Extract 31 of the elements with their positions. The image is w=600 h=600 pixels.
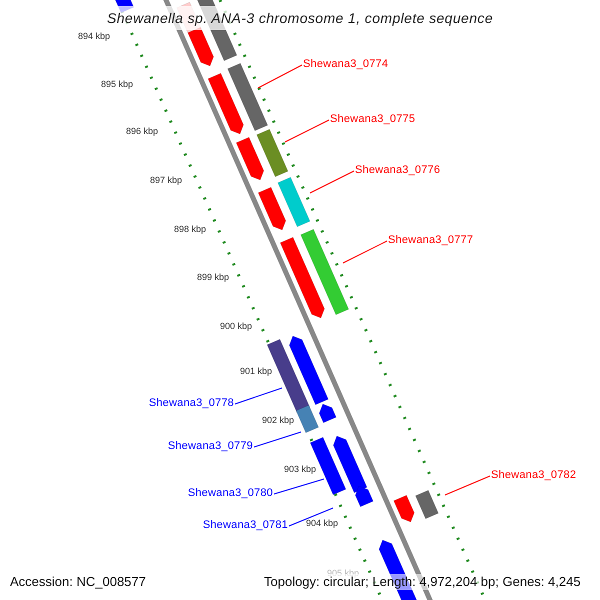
leader-line	[444, 476, 490, 496]
leader-line	[342, 240, 388, 264]
scale-label: 901 kbp	[240, 366, 272, 377]
gene-label: Shewana3_0781	[202, 519, 288, 532]
leader-line	[258, 64, 302, 88]
gene-label: Shewana3_0775	[330, 113, 416, 126]
leader-line	[234, 388, 282, 404]
scale-label: 899 kbp	[197, 272, 230, 283]
scale-label: 902 kbp	[262, 415, 294, 426]
gene-label: Shewana3_0779	[168, 440, 253, 453]
scale-label: 903 kbp	[284, 464, 316, 475]
gene-label: Shewana3_0782	[491, 469, 576, 482]
scale-label: 894 kbp	[78, 31, 110, 42]
gene-label: Shewana3_0778	[148, 397, 234, 410]
leader-line	[274, 478, 324, 494]
gene-label: Shewana3_0777	[388, 234, 474, 247]
scale-label: 896 kbp	[126, 126, 158, 137]
scale-label: 898 kbp	[174, 224, 206, 235]
gene-label: Shewana3_0774	[303, 58, 388, 71]
footer-text: Accession: NC_008577	[8, 574, 148, 590]
scale-label: 900 kbp	[220, 321, 252, 332]
footer-text: Topology: circular; Length: 4,972,204 bp; Genes: 4,245	[262, 574, 583, 590]
leader-line	[284, 120, 330, 142]
scale-label: 895 kbp	[101, 79, 134, 90]
leader-line	[310, 170, 354, 194]
scale-label: 904 kbp	[306, 518, 338, 529]
leader-line	[288, 508, 334, 526]
gene-label: Shewana3_0780	[188, 487, 273, 500]
leader-line	[254, 432, 302, 448]
gene-label: Shewana3_0776	[355, 164, 440, 177]
scale-label: 897 kbp	[150, 175, 182, 186]
